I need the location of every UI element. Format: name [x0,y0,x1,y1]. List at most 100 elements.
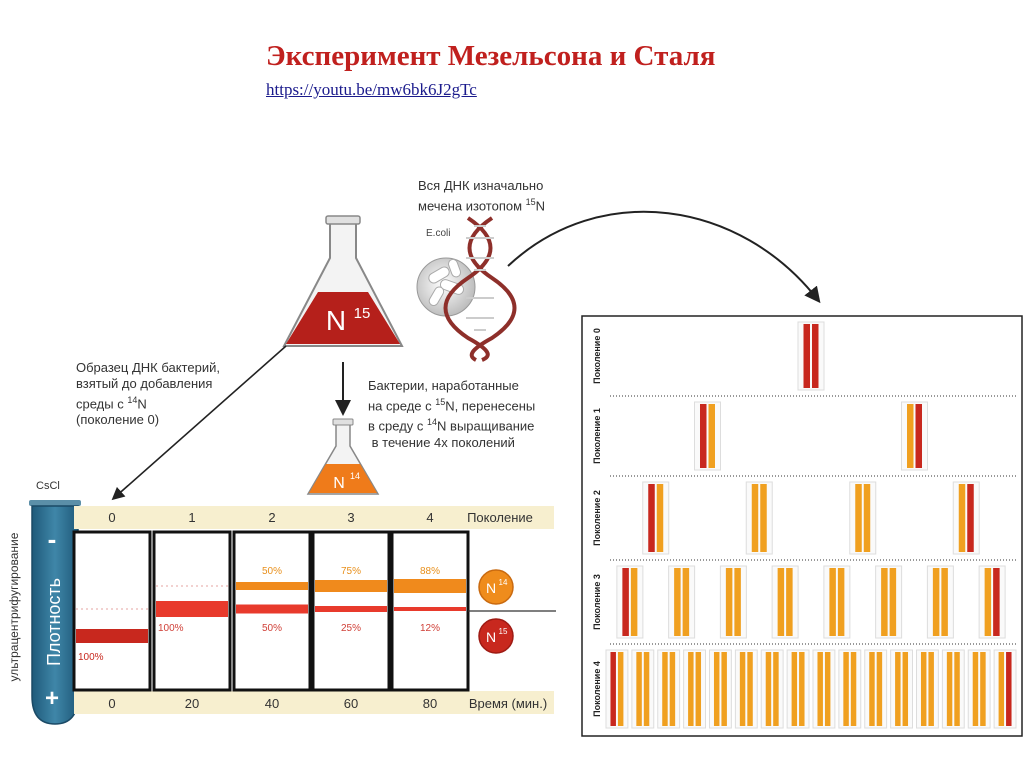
time-value: 80 [423,696,437,711]
time-value: 40 [265,696,279,711]
time-header-row [74,691,554,714]
dna-strand [777,568,785,636]
dna-strand [617,652,624,726]
ecoli-label: E.coli [426,228,450,239]
molecule-box [657,649,681,729]
dna-strand [773,652,779,726]
bact-line3a: в среду с [368,418,428,434]
light-percent-label: 75% [341,566,361,577]
bact-line3-sup: 14 [427,417,438,428]
dna-band-hybrid [76,629,148,643]
all-dna-note: Вся ДНК изначально мечена изотопом 15N [418,178,545,214]
dna-molecule [668,565,696,639]
generation-row-label: Поколение 3 [592,574,602,630]
dna-strand [648,484,655,552]
flask-n15-sup: 15 [354,305,371,322]
bact-line2b: N, перенесены [445,398,536,414]
cscl-tube: CsCl - + Плотность ультрацентрифугирован… [7,480,81,725]
video-link[interactable]: https://youtu.be/mw6bk6J2gTc [266,80,477,99]
dna-molecule [745,481,773,555]
dna-molecule [993,649,1017,729]
all-dna-line2: мечена изотопом [418,198,526,214]
molecule-box [605,649,629,729]
dna-molecule [760,649,784,729]
dna-strand [812,324,819,388]
molecule-box [786,649,810,729]
molecule-box [631,649,655,729]
dna-band-light [236,582,308,590]
dna-strand [829,568,836,636]
flask-n14-label: N [333,475,345,492]
molecule-box [916,649,939,729]
dna-strand [1006,652,1012,726]
bact-line2a: на среде с [368,398,436,414]
dna-molecule [616,565,644,639]
molecule-box [616,565,644,639]
dna-molecule [952,481,980,555]
legend-n14: N 14 [478,569,514,605]
dna-strand [895,652,901,726]
dna-strand [920,652,927,726]
dna-molecule [941,649,965,729]
generation-header-row [74,506,554,529]
dna-strand [889,568,897,636]
dna-strand [863,484,871,552]
molecule-box [694,401,721,471]
dna-molecule [849,481,877,555]
light-percent-label: 88% [420,566,440,577]
hybrid-percent-label: 50% [262,623,282,634]
dna-molecule [771,565,799,639]
sample-line3a: среды с [76,396,128,412]
arrow-to-tube [111,345,287,501]
molecule-box [823,565,851,639]
dna-strand [695,652,702,726]
molecule-box [926,565,954,639]
dna-molecule [901,401,928,471]
sample-line3-sup: 14 [127,395,138,405]
dna-strand [843,652,849,726]
molecule-box [734,649,758,729]
bact-line2-sup: 15 [435,397,446,407]
molecule-box [838,649,862,729]
dna-strand [824,652,831,726]
legend-n15: N 15 [478,618,514,654]
dna-strand [760,484,767,552]
gradient-column [72,530,152,692]
dna-molecule [978,565,1006,639]
dna-band-hybrid [315,606,387,612]
dna-strand [850,652,857,726]
dna-strand [902,652,909,726]
dna-band-light [315,580,387,592]
dna-strand [932,568,940,636]
light-percent-label: 50% [262,566,282,577]
dna-strand [636,652,642,726]
generation-number: 3 [347,510,354,525]
molecule-box [709,649,732,729]
sample-line3b: N [137,396,147,412]
hybrid-percent-label: 100% [78,652,104,663]
dna-molecule [694,401,721,471]
dna-strand [984,568,992,636]
legend-n15-label: N [486,629,496,645]
dna-molecule [916,649,939,729]
dna-molecule [642,481,670,555]
dna-strand [869,652,875,726]
dna-molecule [719,565,747,639]
sample-line1: Образец ДНК бактерий, [76,360,220,375]
density-label: Плотность [44,578,64,666]
dna-strand [734,568,741,636]
legend-n14-label: N [486,580,496,596]
dna-strand [739,652,746,726]
dna-molecule [890,649,913,729]
dna-band-hybrid [236,604,308,614]
dna-strand [791,652,798,726]
dna-molecule [838,649,862,729]
dna-molecule [864,649,888,729]
dna-strand [751,484,759,552]
dna-strand [837,568,845,636]
dna-molecule [734,649,758,729]
dna-strand [941,568,948,636]
molecule-box [993,649,1017,729]
dna-molecule [823,565,851,639]
molecule-box [967,649,991,729]
